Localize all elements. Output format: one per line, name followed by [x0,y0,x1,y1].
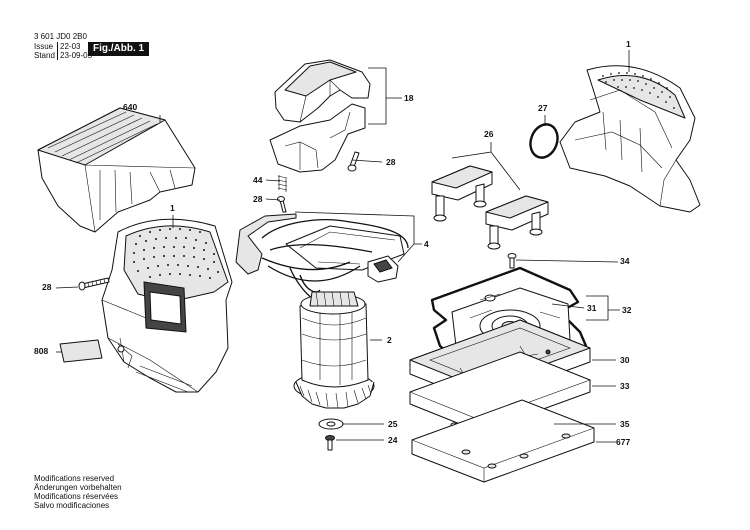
figure-label: Fig./Abb. 1 [88,42,150,56]
leader-lines [55,50,630,443]
callout-18: 18 [404,93,414,103]
screw-28-left [78,277,110,291]
stand-value: 23-09-05 [57,51,92,60]
housing-vent-dots-main [133,228,219,279]
screw-28-small [277,196,287,213]
callout-640: 640 [123,102,138,112]
callout-28-a: 28 [386,157,396,167]
bracket-26-left [431,165,493,222]
screw-24 [325,435,335,451]
backing-plate-677 [411,399,595,483]
callout-808: 808 [34,346,49,356]
callout-30: 30 [620,355,630,365]
bracket-26-right [485,195,549,250]
callout-44: 44 [253,175,263,185]
doc-number: 3 601 JD0 2B0 [34,32,87,41]
callout-34: 34 [620,256,630,266]
callout-33: 33 [620,381,630,391]
callout-31: 31 [587,303,597,313]
oring-27 [529,123,559,159]
footer-line-fr: Modifications réservées [34,492,119,501]
callout-27: 27 [538,103,548,113]
spring-44 [277,175,288,192]
issue-label: Issue [34,42,54,51]
callout-28-c: 28 [42,282,52,292]
callout-24: 24 [388,435,398,445]
footer-line-de: Änderungen vorbehalten [34,483,122,492]
callout-28-b: 28 [253,194,263,204]
callout-4: 4 [424,239,429,249]
housing-vent-dots [602,72,675,109]
issue-value: 22-03 [57,42,80,51]
housing-main-left [101,218,233,393]
washer-25 [318,418,344,430]
callout-25: 25 [388,419,398,429]
screw-34 [507,253,517,269]
callout-32: 32 [622,305,632,315]
motor-2 [293,291,375,409]
callout-2: 2 [387,335,392,345]
footer-line-es: Salvo modificaciones [34,501,110,510]
callout-1-top: 1 [626,39,631,49]
housing-half-top-right [559,65,701,213]
switch-housing-18 [269,59,371,173]
stand-label: Stand [34,51,55,60]
fan-blades [299,384,372,409]
footer-line-en: Modifications reserved [34,474,115,483]
callout-1-mid: 1 [170,203,175,213]
electronics-assembly-4 [235,213,409,299]
callout-26: 26 [484,129,494,139]
callout-35: 35 [620,419,630,429]
callout-677: 677 [616,437,631,447]
screw-28-upper [347,151,360,172]
dust-cover-640 [37,107,196,233]
label-808 [59,339,103,363]
